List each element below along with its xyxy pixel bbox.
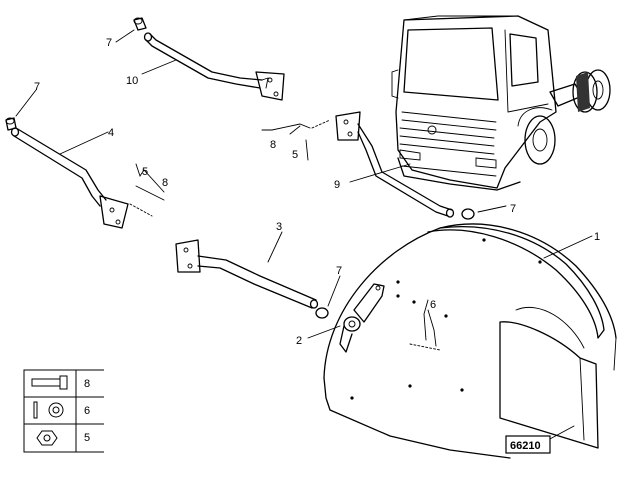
callout-1: 1 — [594, 231, 600, 243]
hardware-legend: 8 6 5 — [23, 369, 104, 453]
bracket-tube-9 — [335, 111, 455, 218]
mud-flap — [499, 321, 599, 449]
mounting-bracket-2 — [339, 283, 385, 353]
legend-label-nut: 5 — [84, 432, 90, 444]
callout-4: 4 — [108, 127, 114, 139]
callout-8-left: 8 — [162, 177, 168, 189]
legend-label-washer: 6 — [84, 405, 90, 417]
callout-5-right: 5 — [292, 149, 298, 161]
callout-8-right: 8 — [270, 139, 276, 151]
end-cap-7-top — [133, 17, 147, 31]
leader-lines — [15, 29, 593, 441]
reference-number: 66210 — [510, 440, 541, 452]
reference-number-box: 66210 — [505, 435, 551, 454]
callout-5-left: 5 — [142, 166, 148, 178]
callout-6: 6 — [430, 299, 436, 311]
callout-10: 10 — [126, 75, 138, 87]
bracket-tube-3 — [175, 239, 319, 309]
end-cap-7-right — [461, 208, 475, 220]
callout-7-right: 7 — [510, 203, 516, 215]
callout-3: 3 — [276, 221, 282, 233]
bracket-tube-10 — [143, 32, 285, 101]
callout-9: 9 — [334, 179, 340, 191]
end-cap-7-center — [315, 307, 329, 319]
callout-2: 2 — [296, 335, 302, 347]
legend-label-bolt: 8 — [84, 378, 90, 390]
callout-7-center: 7 — [336, 265, 342, 277]
truck-cab-illustration — [391, 15, 611, 191]
end-cap-7-left — [5, 117, 17, 131]
bolt-icon — [31, 375, 68, 390]
callout-7-top: 7 — [106, 37, 112, 49]
callout-7-left: 7 — [34, 81, 40, 93]
washer-icon — [33, 401, 64, 419]
mudguard-fender-1 — [323, 223, 617, 459]
bracket-tube-4 — [10, 127, 129, 229]
nut-icon — [36, 430, 58, 446]
callout-labels: 7 10 7 4 5 8 8 5 9 7 3 7 1 2 6 — [34, 37, 600, 347]
